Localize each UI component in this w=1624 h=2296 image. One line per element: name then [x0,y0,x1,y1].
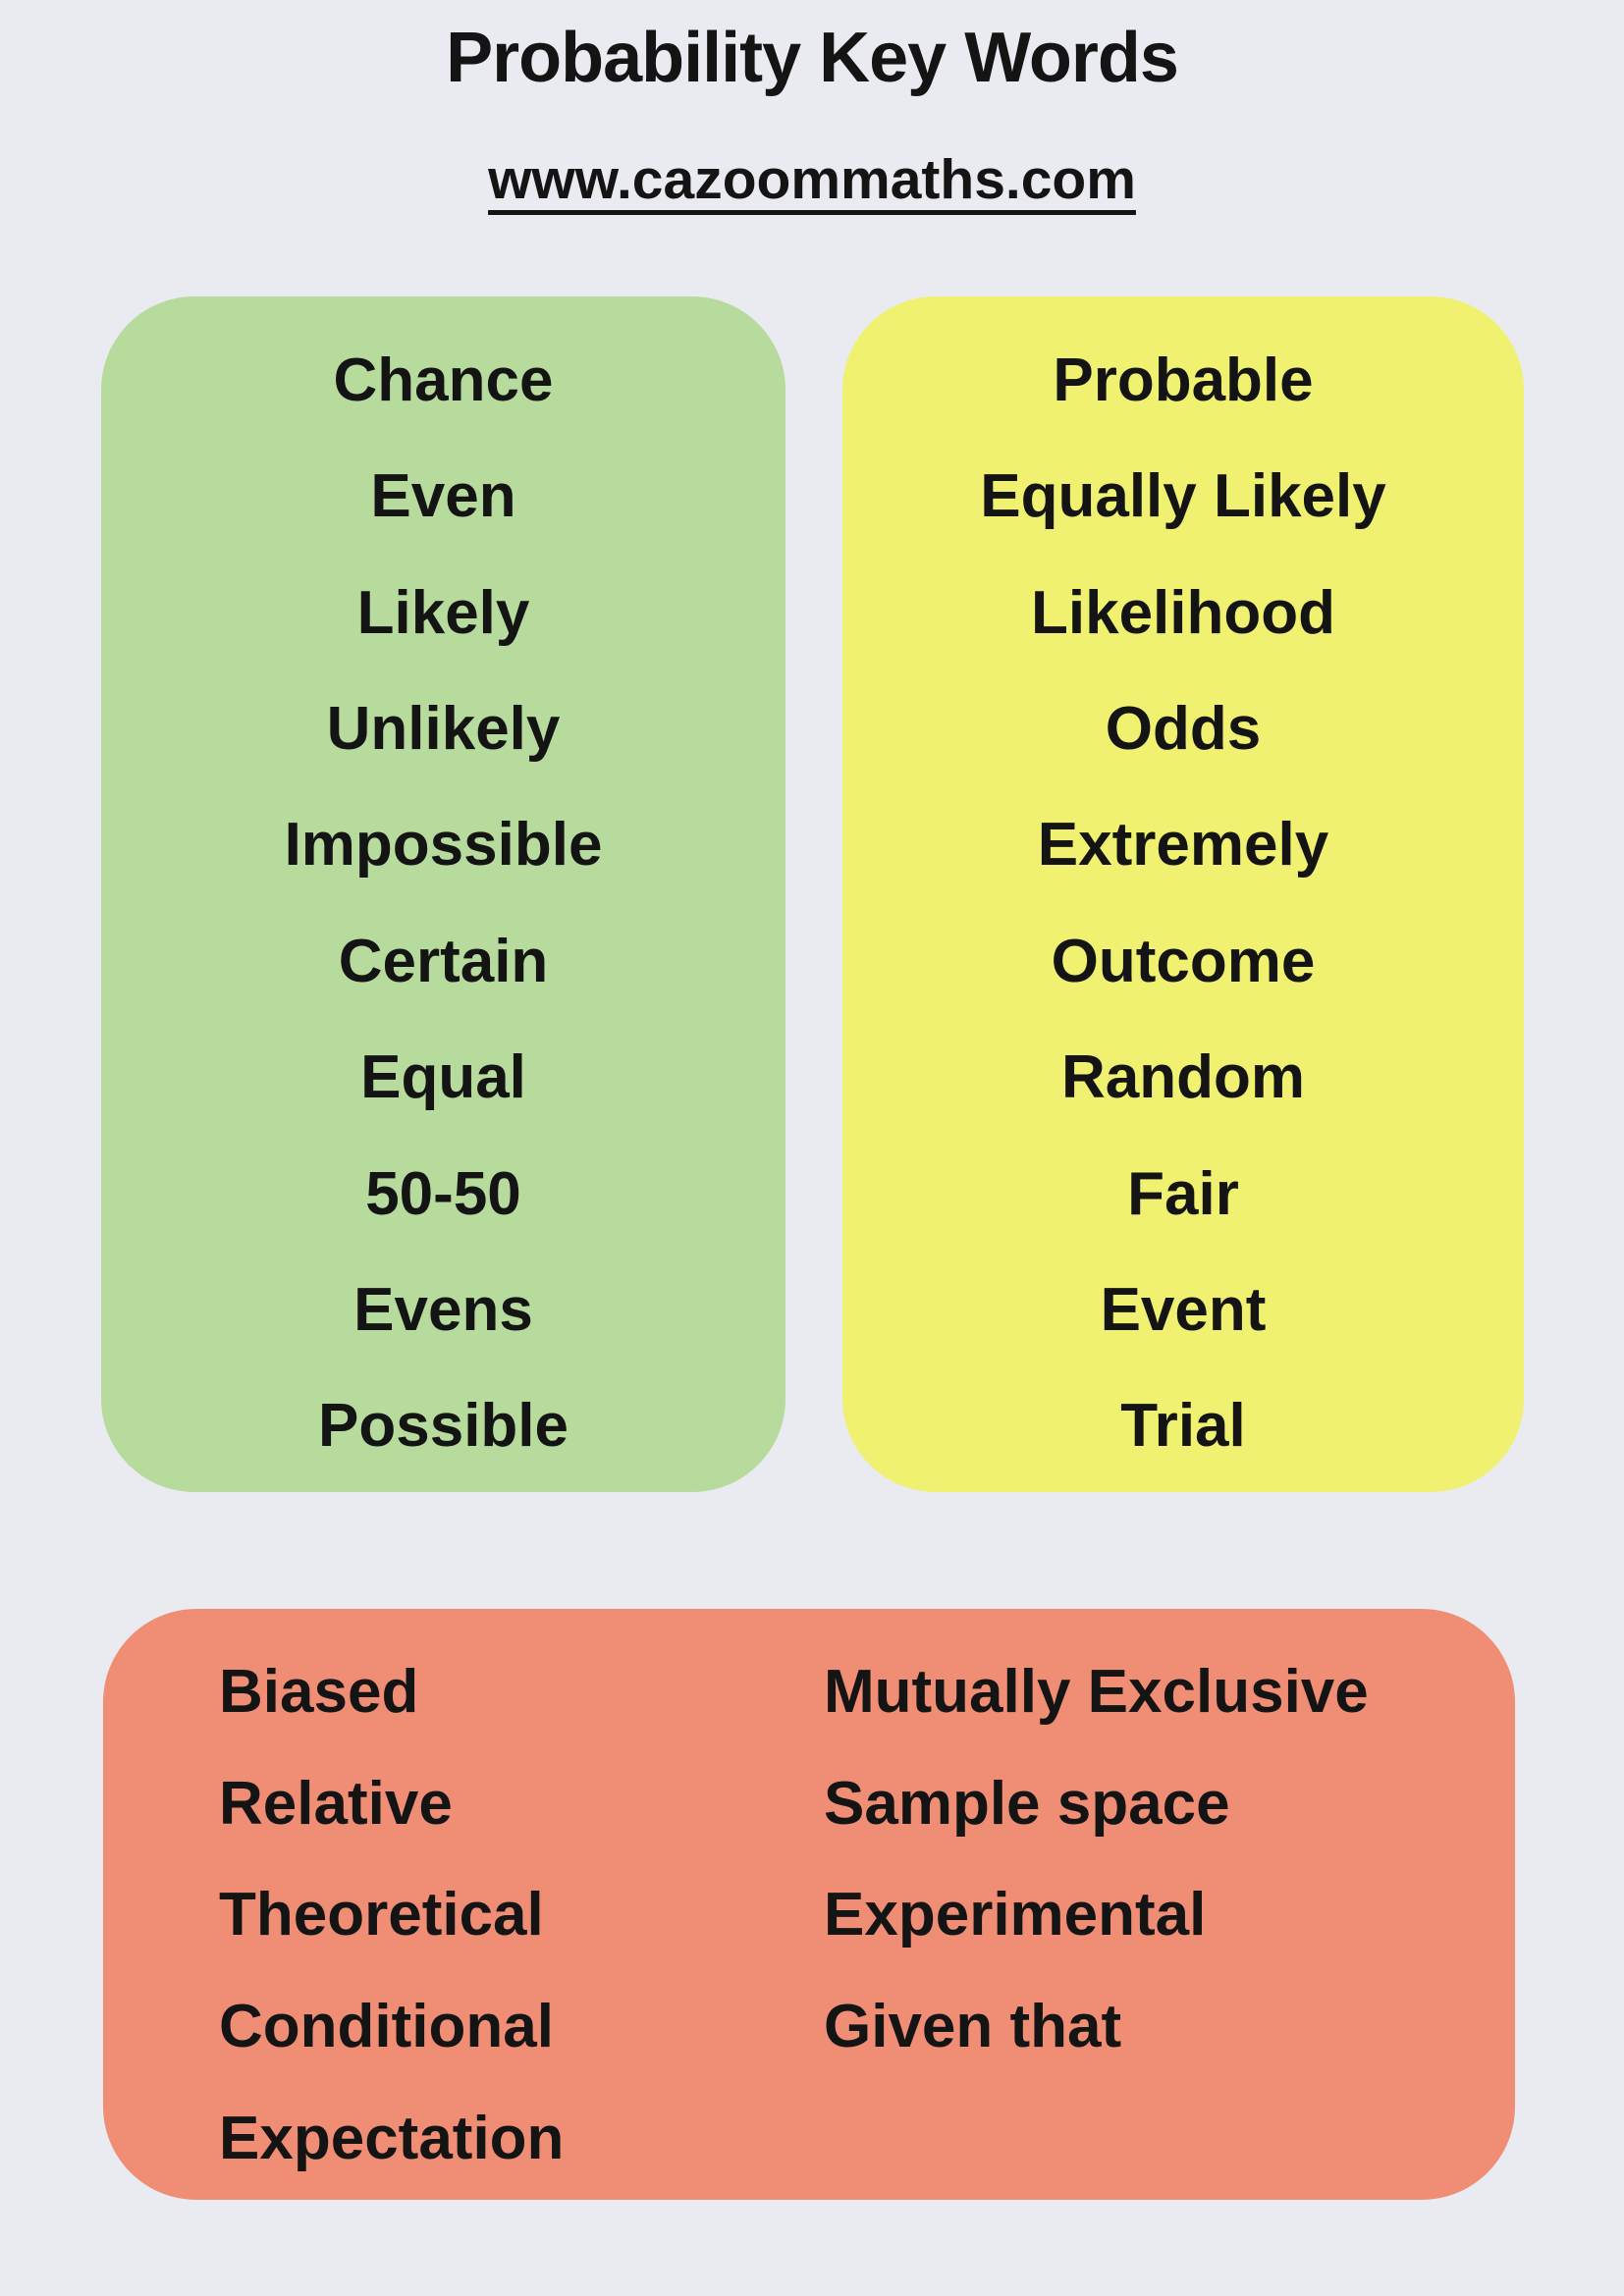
key-word: Likely [356,578,530,647]
key-word: Likelihood [1031,578,1335,647]
key-word: Experimental [824,1881,1207,1949]
page-title: Probability Key Words [446,19,1179,97]
key-word: Fair [1127,1159,1239,1228]
key-word: Probable [1053,346,1314,414]
key-word: Trial [1120,1392,1246,1461]
key-word: 50-50 [365,1159,521,1228]
key-word: Equal [360,1043,526,1112]
key-word: Conditional [219,1993,554,2061]
key-word: Evens [353,1275,533,1344]
key-word: Odds [1105,694,1262,763]
key-word: Relative [219,1769,453,1838]
key-word: Random [1061,1043,1305,1112]
key-word: Extremely [1037,811,1329,880]
key-word: Given that [824,1993,1122,2061]
green-key-words-box: Chance Even Likely Unlikely Impossible C… [101,296,785,1492]
key-word: Unlikely [326,694,561,763]
key-word: Sample space [824,1769,1230,1838]
key-word: Biased [219,1658,419,1727]
key-word: Even [370,462,516,531]
key-word: Theoretical [219,1881,544,1949]
key-word: Mutually Exclusive [824,1658,1369,1727]
key-word: Possible [318,1392,568,1461]
key-word: Expectation [219,2104,565,2172]
yellow-key-words-box: Probable Equally Likely Likelihood Odds … [842,296,1524,1492]
website-link[interactable]: www.cazoommaths.com [488,148,1136,211]
key-word: Outcome [1051,927,1316,995]
key-word: Certain [338,927,549,995]
key-word: Equally Likely [980,462,1386,531]
salmon-key-words-box: Biased Relative Theoretical Conditional … [103,1609,1515,2200]
key-word: Event [1100,1275,1267,1344]
key-word: Impossible [284,811,603,880]
key-word: Chance [333,346,554,414]
